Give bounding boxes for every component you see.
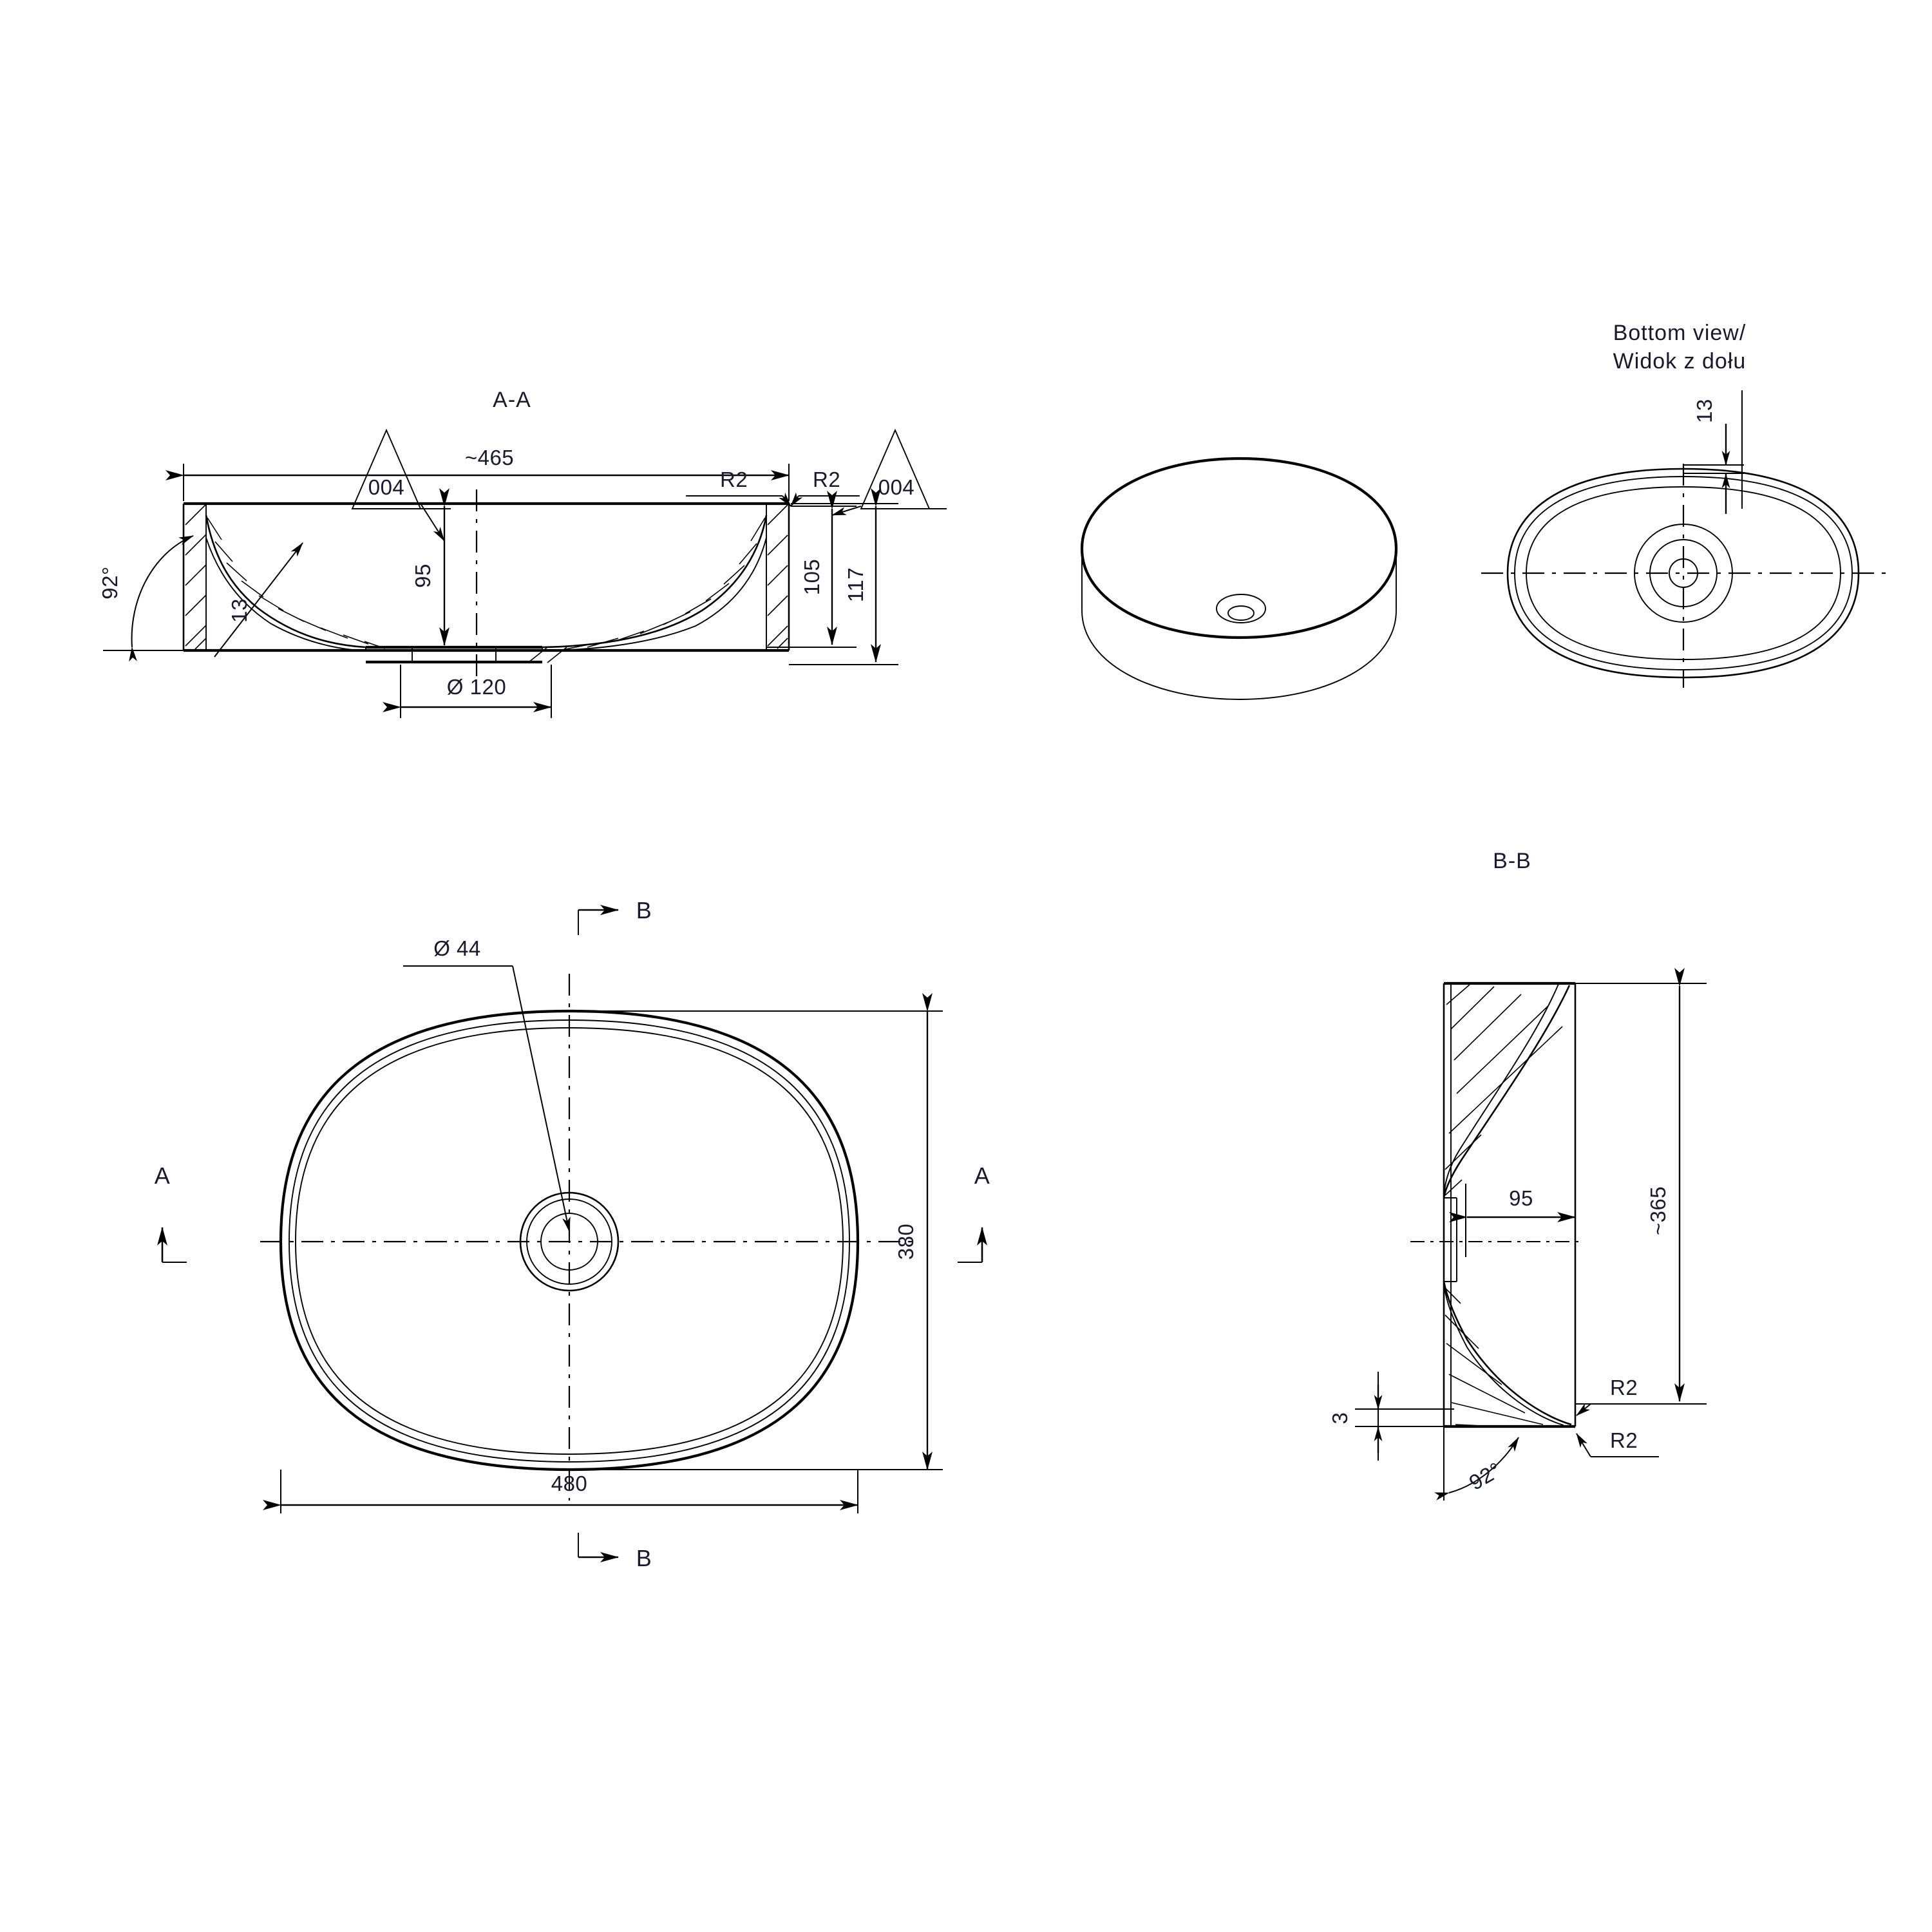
section-marker-a-left-label: A: [155, 1162, 171, 1189]
section-aa-hatch-bowl-right: [527, 517, 766, 663]
dimension-13-bottom: 13: [1683, 390, 1744, 514]
dimension-95-aa-label: 95: [411, 564, 435, 588]
isometric-drain-hole: [1216, 594, 1266, 623]
dimension-95-bb-label: 95: [1509, 1186, 1533, 1210]
section-aa-hatch-bowl-left: [207, 517, 386, 649]
view-section-aa: A-A: [98, 388, 947, 718]
dimension-95-bb: 95: [1449, 1184, 1576, 1257]
dimension-44-label: Ø 44: [433, 936, 481, 960]
section-bb-title: B-B: [1493, 849, 1531, 873]
angle-92-bb: 92°: [1434, 1426, 1519, 1501]
view-plan: Ø 44 480 380 A A: [155, 897, 990, 1571]
bottom-view-title-line1: Bottom view/: [1613, 321, 1747, 345]
dimension-44: Ø 44: [403, 936, 571, 1232]
section-bb-hatch-lower: [1444, 1287, 1544, 1426]
view-section-bb: B-B: [1328, 849, 1707, 1501]
datum-flag-left-label: 004: [368, 475, 405, 499]
dimension-465: ~465: [166, 446, 790, 501]
dimension-3-bb: 3: [1328, 1372, 1454, 1461]
section-marker-b-top[interactable]: B: [578, 897, 652, 935]
dimension-117: 117: [789, 488, 898, 665]
radius-r2-aa-right-label: R2: [813, 468, 840, 491]
dimension-3-bb-label: 3: [1328, 1412, 1352, 1425]
dimension-365: ~365: [1575, 968, 1707, 1405]
radius-r2-aa-left-label: R2: [720, 468, 748, 491]
thickness-13-aa-label: 13: [227, 598, 251, 623]
section-bb-outline: [1443, 981, 1577, 1428]
section-aa-hatch-left: [185, 504, 207, 650]
dimension-117-label: 117: [844, 567, 867, 602]
section-marker-b-bottom[interactable]: B: [578, 1533, 652, 1571]
dimension-480: 480: [263, 1470, 858, 1513]
section-marker-b-top-label: B: [636, 897, 652, 923]
section-aa-hatch-right: [767, 504, 788, 649]
dimension-365-label: ~365: [1646, 1186, 1670, 1235]
view-bottom: Bottom view/ Widok z dołu 13: [1481, 321, 1887, 688]
datum-flag-left: 004: [351, 428, 451, 542]
view-isometric: [1080, 457, 1398, 700]
radius-r2-aa-right: R2: [790, 468, 860, 507]
dimension-480-label: 480: [551, 1472, 588, 1495]
section-bb-hatch-upper: [1444, 984, 1563, 1196]
dimension-380-label: 380: [894, 1224, 918, 1260]
datum-flag-right: 004: [831, 428, 947, 516]
thickness-13-aa: 13: [214, 542, 303, 658]
dimension-380: 380: [569, 993, 943, 1470]
dimension-95-aa: 95: [411, 488, 450, 646]
section-marker-a-right[interactable]: A: [958, 1162, 990, 1263]
section-marker-a-right-label: A: [974, 1162, 990, 1189]
radius-r2-bb-lower: R2: [1576, 1428, 1659, 1457]
radius-r2-bb-upper-label: R2: [1610, 1376, 1638, 1399]
dimension-120-label: Ø 120: [447, 675, 506, 699]
radius-r2-bb-lower-label: R2: [1610, 1428, 1638, 1452]
radius-r2-aa-left: R2: [686, 468, 791, 507]
dimension-465-label: ~465: [465, 446, 514, 469]
dimension-105-label: 105: [800, 559, 824, 596]
bottom-view-title-line2: Widok z dołu: [1613, 349, 1747, 374]
angle-92-bb-label: 92°: [1465, 1457, 1506, 1495]
angle-92-aa-label: 92°: [98, 566, 122, 599]
radius-r2-bb-upper: R2: [1576, 1376, 1659, 1416]
datum-flag-right-label: 004: [878, 475, 915, 499]
dimension-120: Ø 120: [383, 665, 552, 718]
dimension-13-bottom-label: 13: [1692, 399, 1716, 423]
dimension-105: 105: [766, 491, 857, 648]
section-marker-b-bottom-label: B: [636, 1545, 652, 1571]
section-aa-outline: [182, 502, 790, 664]
section-marker-a-left[interactable]: A: [155, 1162, 187, 1263]
angle-92-aa: 92°: [98, 535, 194, 662]
section-aa-title: A-A: [493, 388, 531, 412]
